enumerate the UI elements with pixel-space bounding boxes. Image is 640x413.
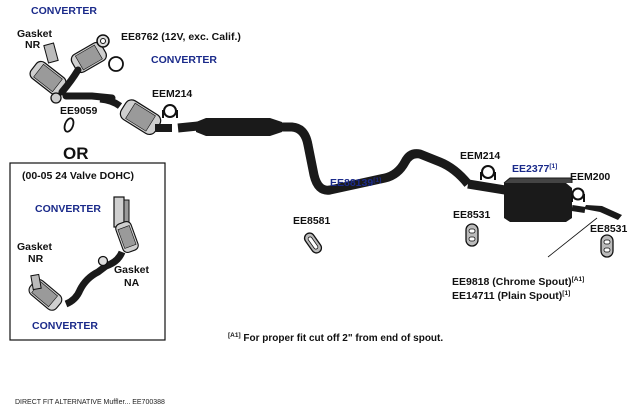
converter-right-part xyxy=(70,41,107,74)
label-inset-gasket-na-1: Gasket xyxy=(114,264,150,276)
main-pipe-run xyxy=(177,118,472,195)
label-eem200: EEM200 xyxy=(570,171,610,183)
inset-box xyxy=(9,162,166,341)
label-ee88139: EE88139[1] xyxy=(330,177,381,189)
label-eem214-left: EEM214 xyxy=(152,88,192,100)
label-eem214-right: EEM214 xyxy=(460,150,500,162)
top-converter-assembly xyxy=(29,34,116,104)
label-ee8531-right: EE8531 xyxy=(590,223,628,235)
label-ee8531-left: EE8531 xyxy=(453,209,491,221)
ee8531-left-hanger xyxy=(465,223,479,247)
label-converter-mid: CONVERTER xyxy=(151,54,217,66)
footer-caption: DIRECT FIT ALTERNATIVE Muffler... EE7003… xyxy=(15,399,165,406)
eem214-right-clamp xyxy=(480,165,496,180)
label-ee8581: EE8581 xyxy=(293,215,331,227)
label-inset-converter-bottom: CONVERTER xyxy=(32,320,98,332)
resonator-part xyxy=(196,118,282,136)
inset-assembly xyxy=(28,196,139,311)
gasket-joint-part xyxy=(50,92,62,104)
label-ee2377: EE2377[1] xyxy=(512,163,557,175)
label-inset-title: (00-05 24 Valve DOHC) xyxy=(22,170,134,182)
eem200-clamp xyxy=(571,187,585,202)
label-ee14711: EE14711 (Plain Spout)[1] xyxy=(452,290,570,302)
label-gasket-top-2: NR xyxy=(25,39,41,51)
flange-part xyxy=(43,42,59,64)
label-converter-top: CONVERTER xyxy=(31,5,97,17)
label-inset-gasket-nr-2: NR xyxy=(28,253,44,265)
muffler-part xyxy=(467,177,586,222)
label-ee9059: EE9059 xyxy=(60,105,98,117)
spout-leader-line xyxy=(547,217,598,258)
middle-converter-assembly xyxy=(99,95,172,136)
label-inset-gasket-nr-1: Gasket xyxy=(17,241,53,253)
label-ee8762: EE8762 (12V, exc. Calif.) xyxy=(121,31,241,43)
converter-left-part xyxy=(29,60,67,96)
label-inset-gasket-na-2: NA xyxy=(124,277,140,289)
label-ee9818: EE9818 (Chrome Spout)[A1] xyxy=(452,276,584,288)
tail-spout-part xyxy=(584,205,622,220)
label-gasket-top-1: Gasket xyxy=(17,28,53,40)
eem214-left-clamp xyxy=(162,104,178,118)
label-inset-converter-top: CONVERTER xyxy=(35,203,101,215)
ee8531-right-hanger xyxy=(600,234,614,258)
ee9059-gasket xyxy=(63,117,75,133)
label-fit-note: [A1] For proper fit cut off 2" from end … xyxy=(228,332,443,344)
label-or: OR xyxy=(63,144,89,163)
ee8762-gasket-ring xyxy=(108,56,124,72)
ee8581-hanger xyxy=(303,232,323,254)
